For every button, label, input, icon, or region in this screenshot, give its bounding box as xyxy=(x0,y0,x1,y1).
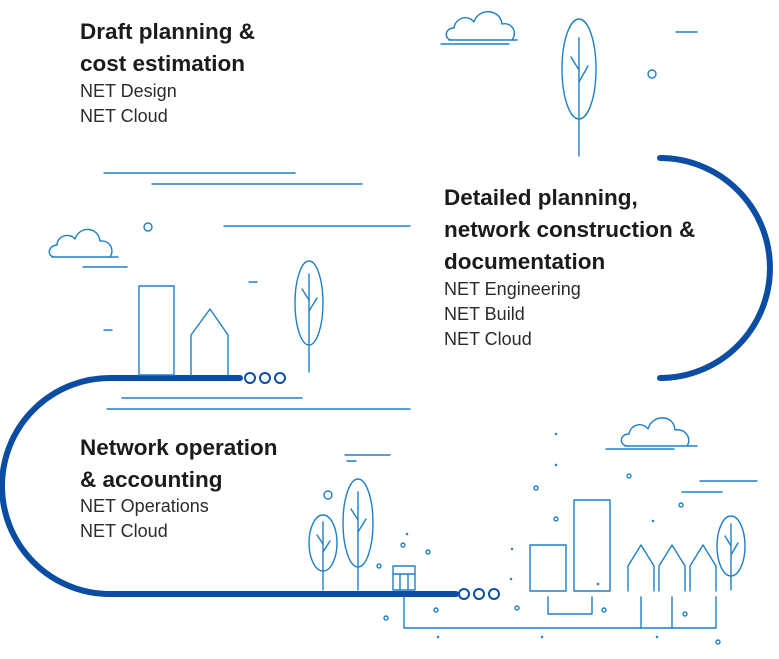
connector-dots-icon xyxy=(458,588,500,600)
house-icon xyxy=(627,544,655,592)
stage-title: Draft planning & cost estimation xyxy=(80,19,255,76)
stage-title: Network operation & accounting xyxy=(80,435,278,492)
timeline-path xyxy=(0,155,773,597)
tree-icon xyxy=(561,18,597,157)
sparkle-marks xyxy=(405,432,659,639)
tree-icon xyxy=(308,514,338,591)
house-icon xyxy=(190,308,229,376)
stage-title: Detailed planning, network construction … xyxy=(444,185,696,274)
house-icon xyxy=(689,544,717,592)
product-item: NET Design xyxy=(80,81,177,101)
product-list: NET Operations NET Cloud xyxy=(80,494,209,544)
building-icon xyxy=(138,285,175,376)
product-item: NET Operations xyxy=(80,496,209,516)
house-icon xyxy=(658,544,686,592)
manhole-icon xyxy=(392,565,416,591)
building-icon xyxy=(529,544,567,592)
cloud-icon xyxy=(620,417,698,447)
tree-icon xyxy=(294,260,324,373)
tree-icon xyxy=(716,515,746,591)
product-item: NET Build xyxy=(444,304,525,324)
connector-dots-icon xyxy=(244,372,286,384)
product-item: NET Engineering xyxy=(444,279,581,299)
product-list: NET Design NET Cloud xyxy=(80,79,177,129)
line-art xyxy=(48,11,758,645)
product-list: NET Engineering NET Build NET Cloud xyxy=(444,277,581,352)
product-item: NET Cloud xyxy=(80,106,168,126)
cloud-icon xyxy=(48,228,119,258)
product-item: NET Cloud xyxy=(80,521,168,541)
product-item: NET Cloud xyxy=(444,329,532,349)
cloud-icon xyxy=(445,11,518,41)
tree-icon xyxy=(342,478,374,591)
building-icon xyxy=(573,499,611,592)
